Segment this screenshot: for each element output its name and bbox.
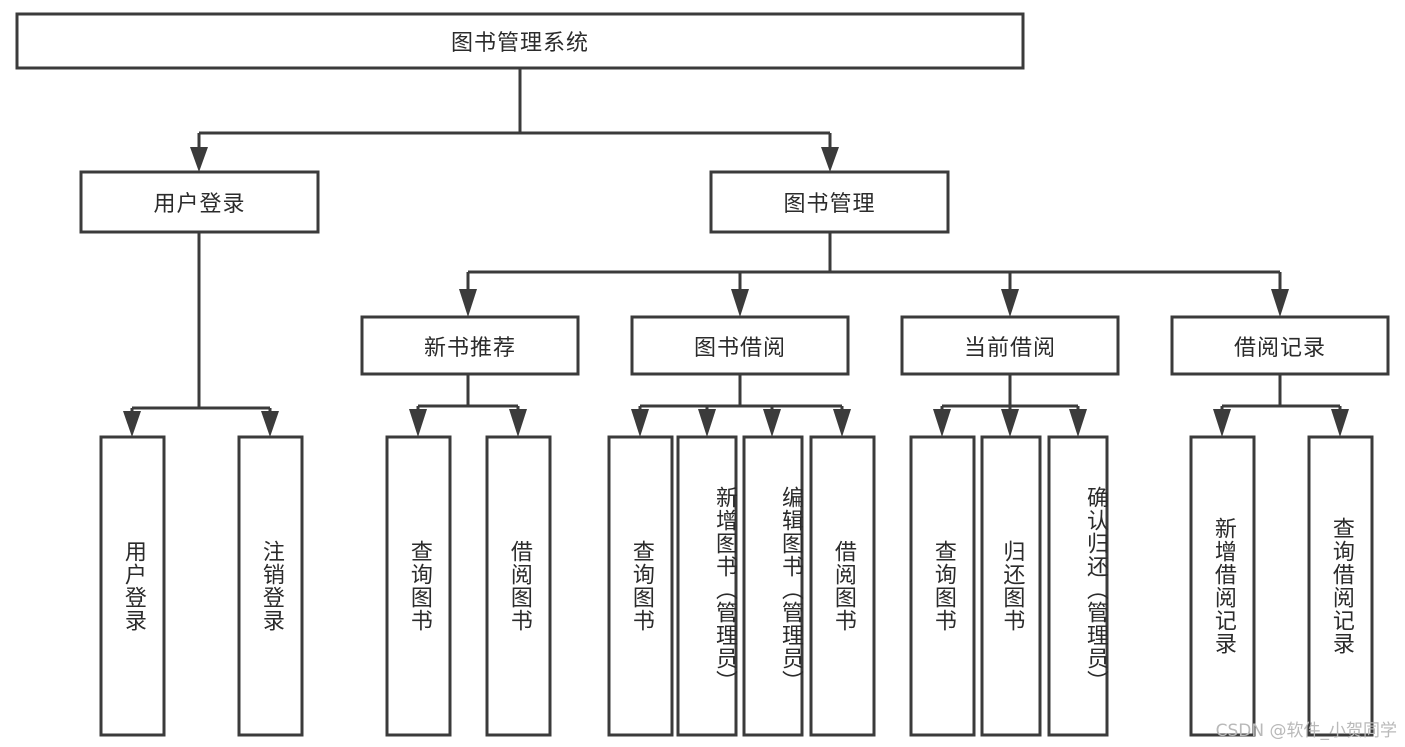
arrowhead-user-login xyxy=(190,147,208,172)
arrowhead-leaf-logout-login xyxy=(261,411,279,437)
arrowhead-leaf-add-book xyxy=(698,409,716,437)
node-leaf-logout-login[interactable] xyxy=(237,435,304,737)
node-leaf-user-login[interactable] xyxy=(99,435,166,737)
arrowhead-leaf-add-borrow-record xyxy=(1213,409,1231,437)
node-leaf-query-book-3[interactable] xyxy=(909,435,976,737)
node-book-borrow[interactable] xyxy=(630,315,850,376)
node-user-login[interactable] xyxy=(79,170,320,234)
arrowhead-new-book-recommend xyxy=(459,289,477,317)
node-leaf-add-book[interactable] xyxy=(676,435,738,737)
node-leaf-borrow-book-2[interactable] xyxy=(809,435,876,737)
node-leaf-query-borrow-record[interactable] xyxy=(1307,435,1374,737)
node-leaf-query-book-1[interactable] xyxy=(385,435,452,737)
arrowhead-leaf-borrow-book-1 xyxy=(509,409,527,437)
arrowhead-leaf-return-book xyxy=(1001,409,1019,437)
arrowhead-leaf-query-book-2 xyxy=(631,409,649,437)
arrowhead-borrow-record xyxy=(1271,289,1289,317)
node-current-borrow[interactable] xyxy=(900,315,1120,376)
node-new-book-recommend[interactable] xyxy=(360,315,580,376)
arrowhead-current-borrow xyxy=(1001,289,1019,317)
arrowhead-leaf-borrow-book-2 xyxy=(833,409,851,437)
node-leaf-borrow-book-1[interactable] xyxy=(485,435,552,737)
arrowhead-book-manage xyxy=(821,147,839,172)
arrowhead-leaf-query-borrow-record xyxy=(1331,409,1349,437)
node-leaf-add-borrow-record[interactable] xyxy=(1189,435,1256,737)
arrowhead-leaf-query-book-3 xyxy=(933,409,951,437)
connector-group-new-book-recommend xyxy=(409,374,527,437)
connector-group-root xyxy=(190,68,839,172)
connector-group-borrow-record xyxy=(1213,374,1349,437)
connector-group-user-login xyxy=(123,232,279,437)
arrowhead-leaf-query-book-1 xyxy=(409,409,427,437)
connector-group-book-borrow xyxy=(631,374,851,437)
node-borrow-record[interactable] xyxy=(1170,315,1390,376)
node-leaf-confirm-return[interactable] xyxy=(1047,435,1109,737)
connector-group-current-borrow xyxy=(933,374,1087,437)
arrowhead-book-borrow xyxy=(731,289,749,317)
node-leaf-query-book-2[interactable] xyxy=(607,435,674,737)
arrowhead-leaf-confirm-return xyxy=(1069,409,1087,437)
arrowhead-leaf-user-login xyxy=(123,411,141,437)
node-root[interactable] xyxy=(15,12,1025,70)
connector-group-book-manage xyxy=(459,232,1289,317)
node-leaf-return-book[interactable] xyxy=(980,435,1042,737)
arrowhead-leaf-edit-book xyxy=(763,409,781,437)
node-leaf-edit-book[interactable] xyxy=(742,435,804,737)
node-book-manage[interactable] xyxy=(709,170,950,234)
